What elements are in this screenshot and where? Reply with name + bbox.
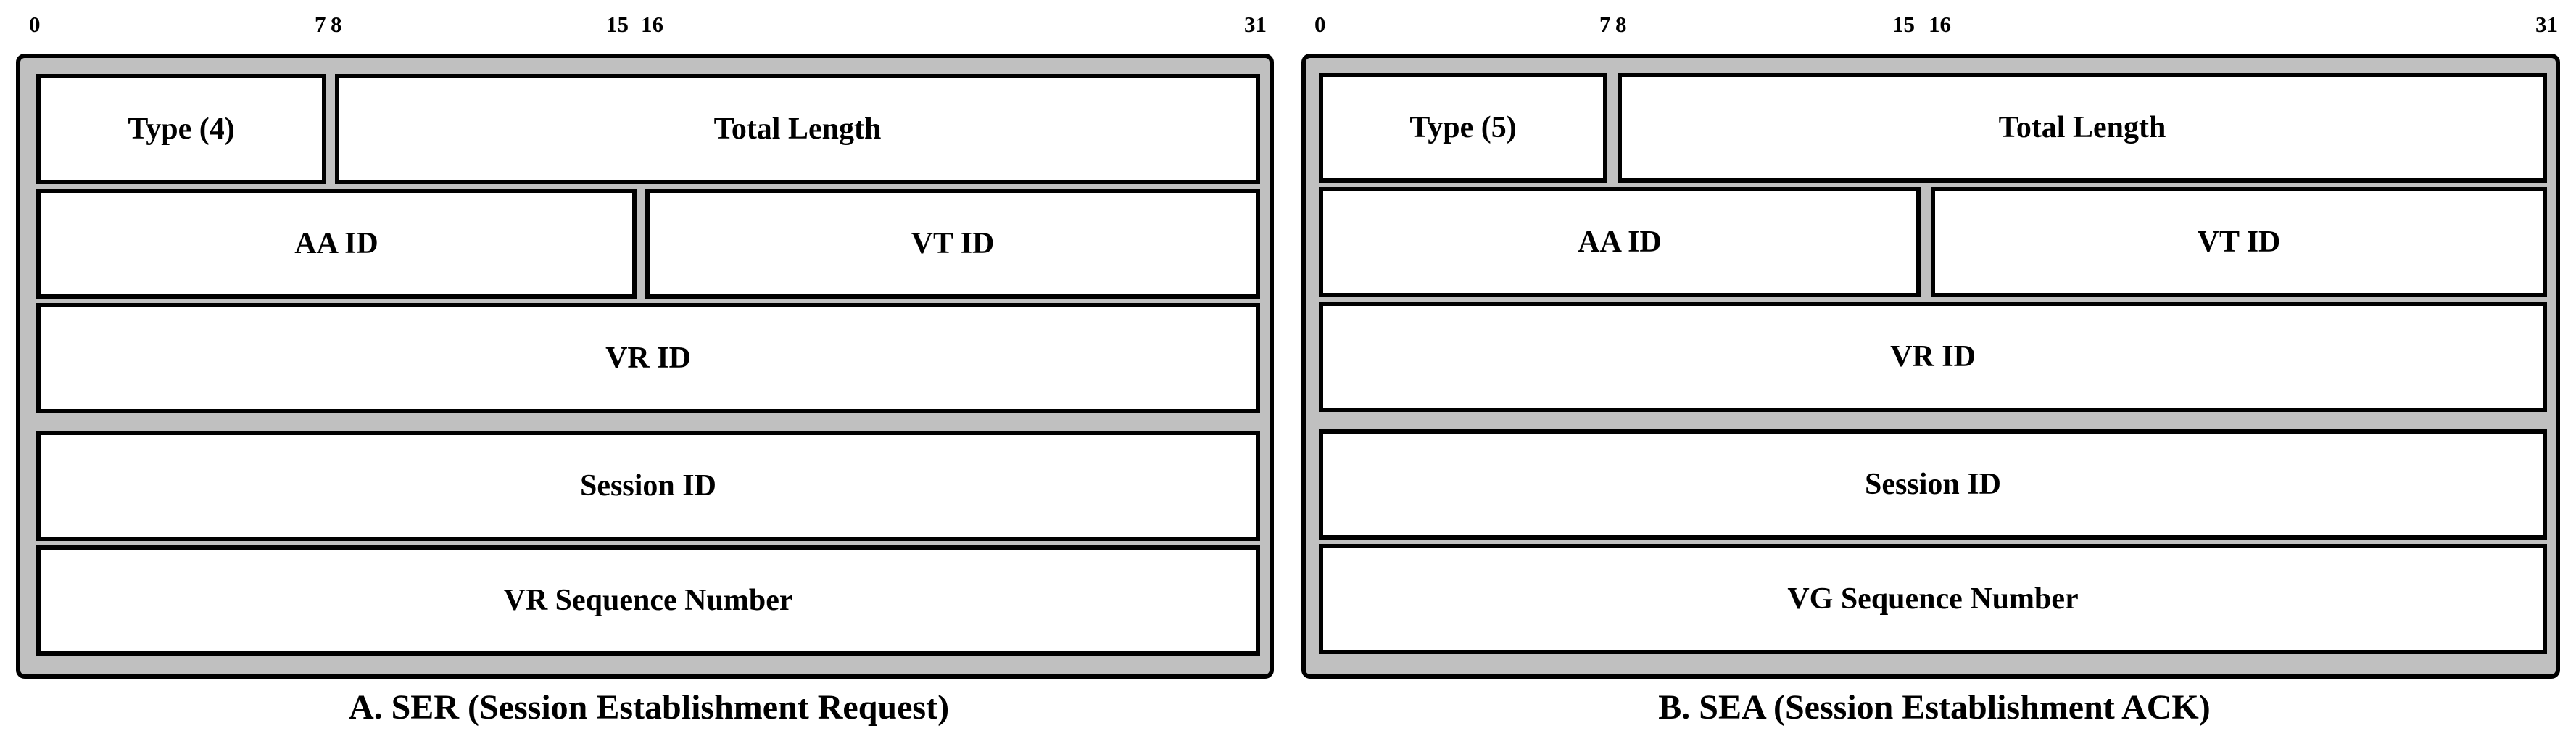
field-total-length: Total Length xyxy=(335,74,1260,184)
bit-label-7: 7 xyxy=(315,12,326,37)
field-session-id: Session ID xyxy=(1319,429,2547,540)
diagram-sea: 0 7 8 15 16 31 Type (5) Total Length AA … xyxy=(1285,0,2576,744)
field-type: Type (5) xyxy=(1319,73,1607,183)
field-session-id: Session ID xyxy=(36,431,1260,541)
bit-label-31: 31 xyxy=(2535,12,2558,37)
bit-label-0: 0 xyxy=(29,12,41,37)
bit-label-16: 16 xyxy=(641,12,663,37)
bit-scale: 0 7 8 15 16 31 xyxy=(0,13,1283,49)
packet-frame: Type (4) Total Length AA ID VT ID VR ID … xyxy=(16,54,1274,679)
diagram-ser: 0 7 8 15 16 31 Type (4) Total Length AA … xyxy=(0,0,1283,744)
bit-label-16: 16 xyxy=(1929,12,1951,37)
bit-label-8: 8 xyxy=(331,12,342,37)
field-total-length: Total Length xyxy=(1618,73,2547,183)
packet-frame: Type (5) Total Length AA ID VT ID VR ID … xyxy=(1301,54,2560,679)
caption-ser: A. SER (Session Establishment Request) xyxy=(348,688,950,727)
bit-scale: 0 7 8 15 16 31 xyxy=(1285,13,2576,49)
bit-label-7: 7 xyxy=(1599,12,1611,37)
bit-label-31: 31 xyxy=(1244,12,1267,37)
field-vr-id: VR ID xyxy=(1319,302,2547,412)
bit-label-0: 0 xyxy=(1314,12,1326,37)
field-aa-id: AA ID xyxy=(1319,187,1921,297)
bit-label-15: 15 xyxy=(606,12,629,37)
bit-label-15: 15 xyxy=(1892,12,1915,37)
field-vt-id: VT ID xyxy=(645,189,1260,299)
caption-sea: B. SEA (Session Establishment ACK) xyxy=(1658,688,2211,727)
field-sequence-number: VR Sequence Number xyxy=(36,545,1260,656)
field-sequence-number: VG Sequence Number xyxy=(1319,544,2547,654)
field-vr-id: VR ID xyxy=(36,303,1260,413)
bit-label-8: 8 xyxy=(1615,12,1627,37)
field-aa-id: AA ID xyxy=(36,189,637,299)
field-vt-id: VT ID xyxy=(1931,187,2547,297)
field-type: Type (4) xyxy=(36,74,326,184)
